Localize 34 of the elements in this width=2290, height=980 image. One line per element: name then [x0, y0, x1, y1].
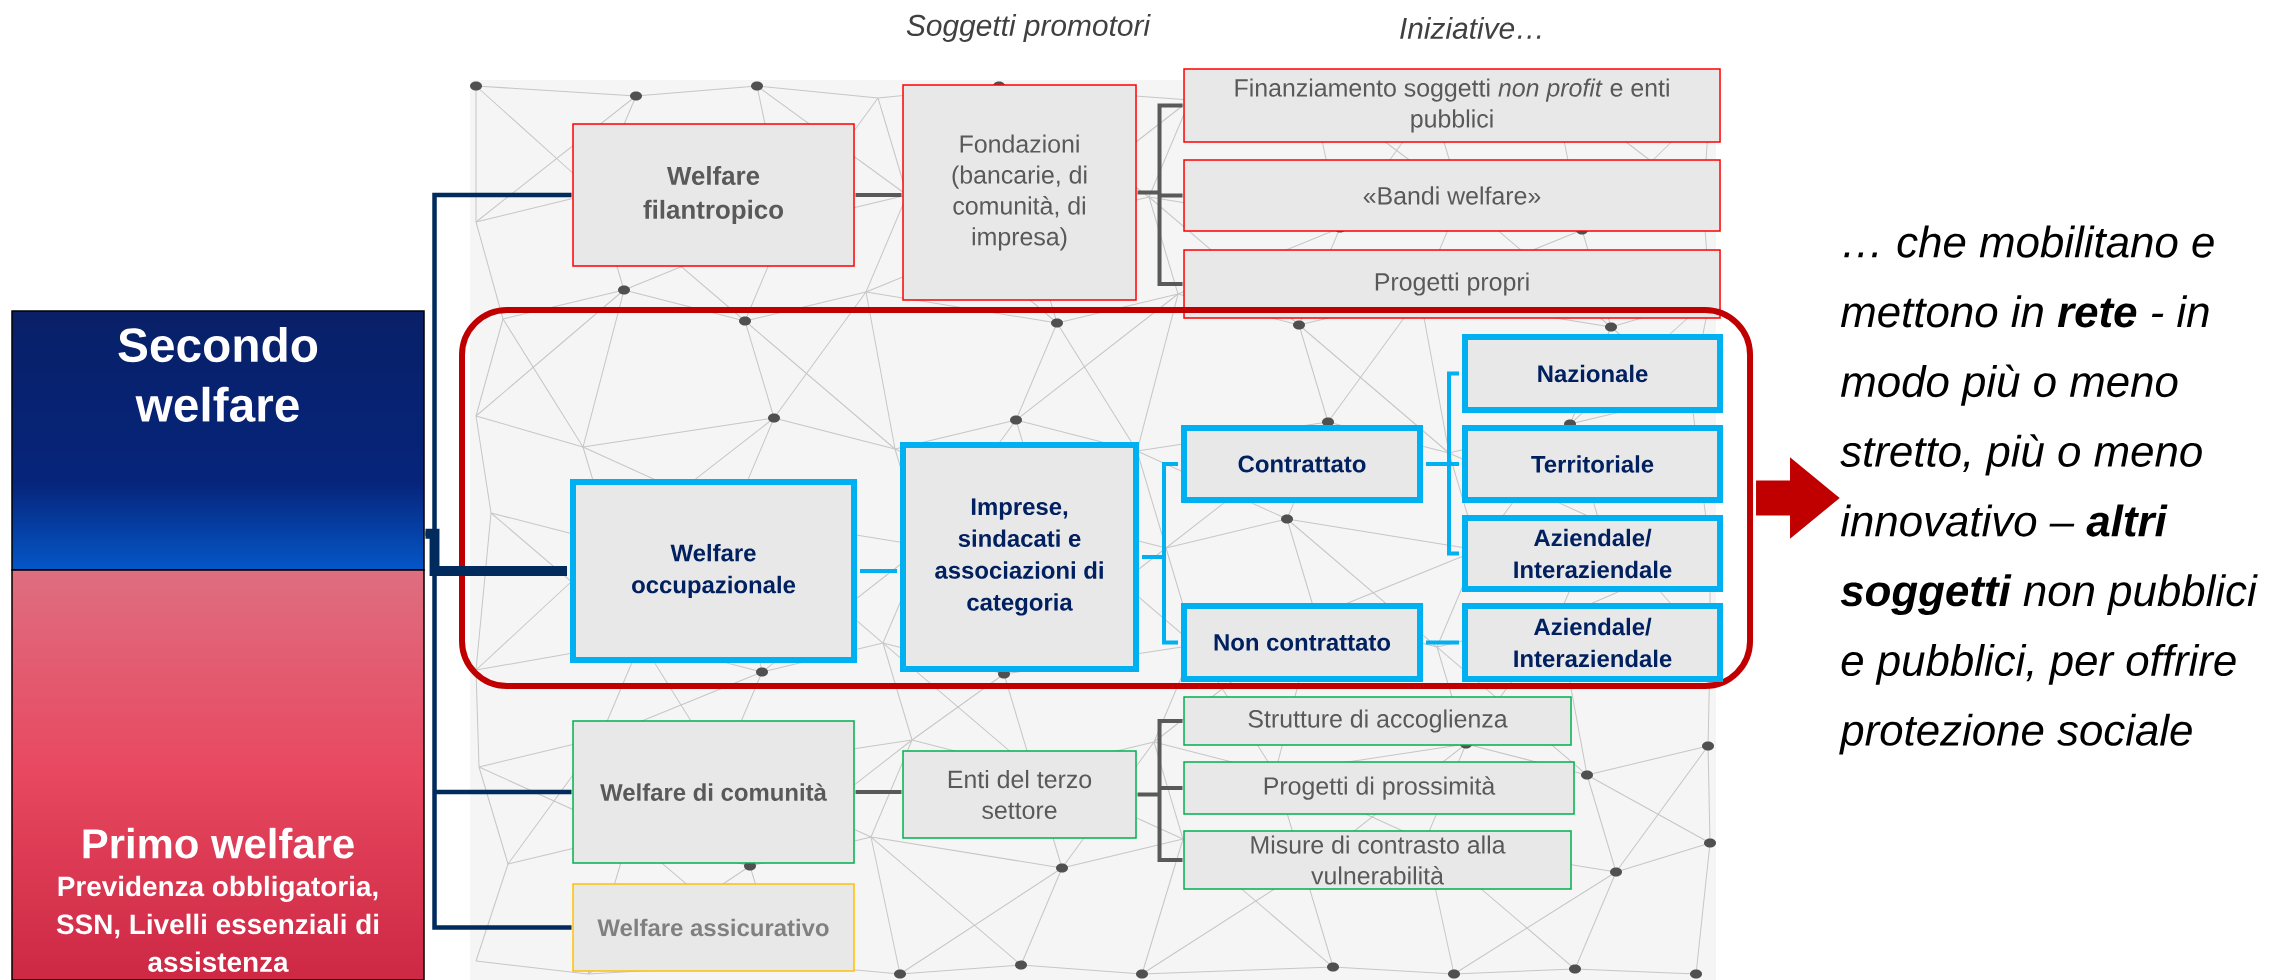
category-box: Aziendale/ Interaziendale [1462, 603, 1723, 682]
connector [855, 790, 902, 794]
highlight-frame [459, 307, 1754, 689]
category-box: «Bandi welfare» [1183, 159, 1721, 232]
category-box: Welfare di comunità [572, 720, 855, 864]
connector [1426, 640, 1459, 645]
category-box: Territoriale [1462, 425, 1723, 503]
gradient-panel: Secondo welfare [11, 310, 425, 571]
category-box: Enti del terzo settore [902, 750, 1137, 839]
category-box: Misure di contrasto alla vulnerabilità [1183, 830, 1572, 890]
category-box: Welfare occupazionale [570, 479, 857, 663]
category-box: Finanziamento soggetti non profit e enti pubblici [1183, 68, 1721, 143]
connector [425, 528, 567, 576]
connector [1135, 719, 1185, 862]
category-box: Progetti di prossimità [1183, 761, 1575, 815]
connector [855, 193, 902, 197]
gradient-panel: Primo welfare Previdenza obbligatoria, SSN, Livelli essenziali di assistenza [11, 569, 425, 980]
connector [1135, 103, 1185, 286]
category-box: Contrattato [1181, 425, 1423, 503]
category-box: Strutture di accoglienza [1183, 696, 1572, 746]
category-box: Welfare assicurativo [572, 883, 855, 972]
note-text: … che mobilitano e mettono in rete - in modo più o meno stretto, più o meno innovativo – altri soggetti non pubblici e pubblici, per offrire protezione sociale [1839, 225, 2258, 755]
category-box: Fondazioni (bancarie, di comunità, di impresa) [902, 84, 1137, 301]
category-box: Welfare filantropico [572, 123, 855, 267]
connector [860, 569, 897, 573]
connector [1140, 462, 1180, 645]
connector [1424, 371, 1461, 556]
column-heading: Soggetti promotori [906, 14, 1151, 42]
category-box: Non contrattato [1181, 603, 1423, 682]
category-box: Progetti propri [1183, 249, 1721, 319]
category-box: Nazionale [1462, 334, 1723, 413]
column-heading: Iniziative… [1400, 17, 1541, 39]
category-box: Aziendale/ Interaziendale [1462, 515, 1723, 592]
category-box: Imprese, sindacati e associazioni di categoria [900, 442, 1139, 672]
